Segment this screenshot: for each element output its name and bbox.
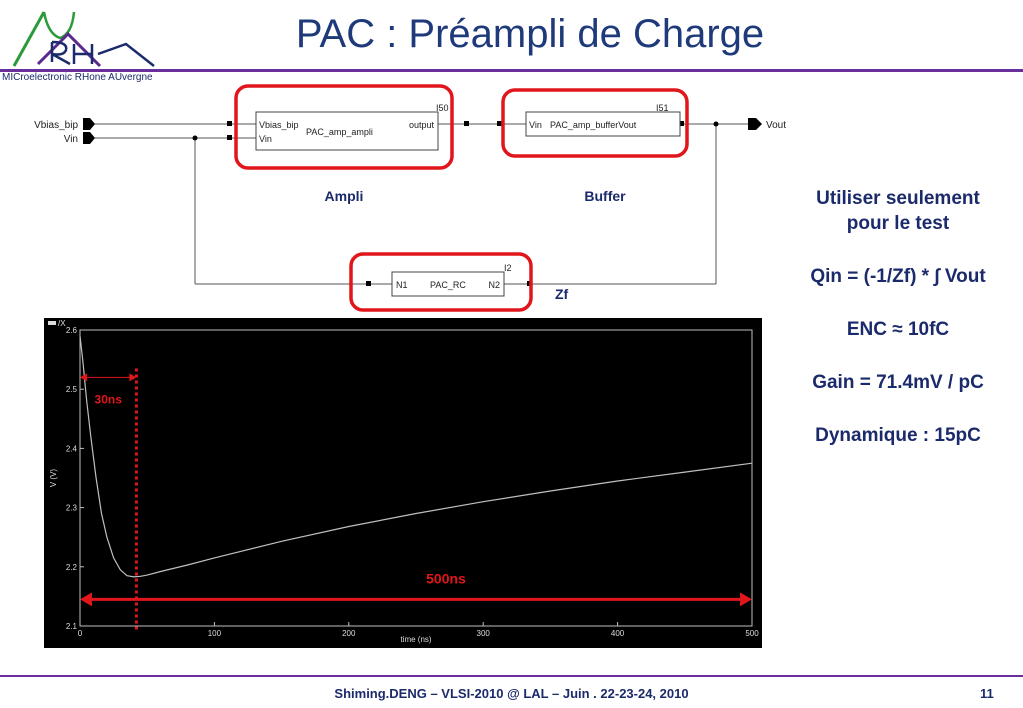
pin-vout-label: Vout	[766, 120, 786, 131]
y-tick-label: 2.5	[66, 385, 78, 394]
header-rule	[0, 69, 1023, 72]
feedback-caption: Zf	[555, 286, 569, 302]
buffer-highlight	[501, 88, 689, 158]
note-formula: Qin = (-1/Zf) * ∫ Vout	[810, 266, 986, 287]
y-tick-label: 2.2	[66, 563, 78, 572]
chart-background	[44, 318, 762, 648]
x-tick-label: 100	[208, 629, 222, 638]
page-number: 11	[980, 686, 994, 701]
y-tick-label: 2.3	[66, 504, 78, 513]
buffer-caption: Buffer	[584, 188, 626, 204]
series-line	[79, 335, 753, 578]
ampli-port-vin: Vin	[259, 134, 272, 144]
notes-panel: Utiliser seulement pour le test Qin = (-…	[778, 186, 1018, 448]
y-tick-label: 2.1	[66, 622, 78, 631]
ampli-instance: I50	[436, 103, 449, 113]
feedback-port-n2: N2	[488, 280, 500, 290]
plot-frame	[79, 329, 753, 627]
arrow-right-icon	[740, 592, 752, 607]
label-500ns: 500ns	[426, 570, 466, 586]
ampli-caption: Ampli	[325, 188, 364, 204]
arrow-right-icon	[129, 373, 137, 382]
note-line-2: pour le test	[846, 213, 950, 234]
pin-vbias-label: Vbias_bip	[34, 120, 78, 131]
feedback-highlight	[349, 252, 533, 312]
buffer-port-vin: Vin	[529, 120, 542, 130]
note-line-1: Utiliser seulement	[816, 188, 980, 209]
x-tick-label: 300	[477, 629, 491, 638]
arrow-left-icon	[80, 592, 92, 607]
feedback-port-n1: N1	[396, 280, 408, 290]
logo-caption: MICroelectronic RHone AUvergne	[2, 72, 153, 83]
ampli-port-output: output	[409, 120, 435, 130]
y-axis-label: V (V)	[49, 469, 58, 488]
feedback-instance: I2	[504, 263, 512, 273]
pin-vin-icon	[83, 132, 95, 144]
pin-vout-icon	[748, 118, 762, 130]
y-tick-label: 2.4	[66, 444, 78, 453]
note-gain: Gain = 71.4mV / pC	[812, 372, 984, 393]
buffer-instance: I51	[656, 103, 669, 113]
footer-text: Shiming.DENG – VLSI-2010 @ LAL – Juin . …	[334, 686, 689, 701]
ampli-cell-name: PAC_amp_ampli	[306, 127, 373, 137]
x-axis-label: time (ns)	[400, 635, 431, 644]
legend-swatch	[48, 321, 56, 325]
x-tick-label: 500	[745, 629, 759, 638]
schematic: Vbias_bip Vin Vout Vbias_bip Vin PAC_amp…	[34, 84, 786, 312]
chart-legend: /X	[58, 319, 66, 328]
x-tick-label: 0	[78, 629, 83, 638]
waveform-chart: 2.1 2.2 2.3 2.4 2.5 2.6 0 100 200 300 400 500 /X t…	[44, 318, 762, 648]
arrow-left-icon	[80, 373, 87, 382]
feedback-block: N1 PAC_RC N2 I2	[391, 263, 512, 297]
pin-vin-label: Vin	[64, 134, 78, 145]
ampli-port-vbias: Vbias_bip	[259, 120, 299, 130]
micrhau-logo	[12, 11, 155, 68]
note-dynamic: Dynamique : 15pC	[815, 425, 981, 446]
footer-rule	[0, 675, 1023, 677]
slide-title: PAC : Préampli de Charge	[295, 12, 765, 56]
label-30ns: 30ns	[95, 392, 123, 406]
pin-vbias-icon	[83, 118, 95, 130]
x-tick-label: 400	[611, 629, 625, 638]
ampli-block: Vbias_bip Vin PAC_amp_ampli output I50	[255, 103, 449, 151]
note-enc: ENC ≈ 10fC	[846, 319, 950, 340]
feedback-cell-name: PAC_RC	[430, 280, 466, 290]
y-tick-label: 2.6	[66, 326, 78, 335]
buffer-cell-name: PAC_amp_bufferVout	[550, 120, 637, 130]
buffer-block: Vin PAC_amp_bufferVout I51	[525, 103, 681, 137]
ampli-highlight	[234, 84, 454, 170]
x-tick-label: 200	[342, 629, 356, 638]
